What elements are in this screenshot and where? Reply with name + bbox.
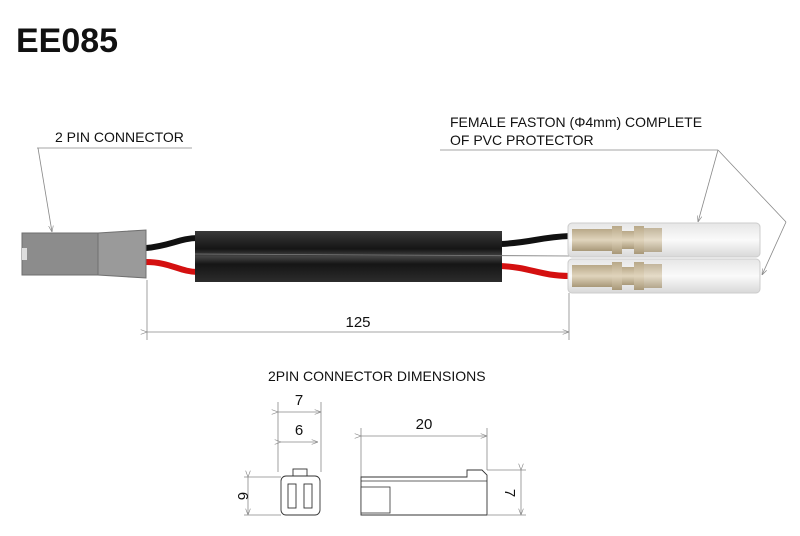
product-code-title: EE085 [16, 22, 118, 60]
heat-shrink-tube [195, 231, 502, 282]
dimensions-section-title: 2PIN CONNECTOR DIMENSIONS [268, 368, 486, 384]
front-height: 6 [234, 492, 251, 500]
two-pin-connector [21, 229, 147, 279]
red-wire-left [145, 259, 199, 275]
front-width-outer: 7 [295, 392, 303, 409]
faston-lower [567, 258, 761, 294]
connector-side-view: 20 7 [361, 416, 526, 516]
black-wire-right [499, 233, 571, 247]
faston-upper [567, 222, 761, 258]
left-connector-callout: 2 PIN CONNECTOR [37, 129, 192, 232]
left-connector-label: 2 PIN CONNECTOR [55, 129, 184, 145]
wires [145, 233, 571, 279]
side-length: 20 [416, 416, 433, 433]
connector-front-view: 7 6 6 [234, 392, 322, 516]
red-wire-right [499, 263, 571, 279]
black-wire-left [145, 235, 199, 251]
side-height: 7 [501, 489, 518, 497]
faston-label-line1: FEMALE FASTON (Φ4mm) COMPLETE [450, 114, 702, 130]
faston-callout: FEMALE FASTON (Φ4mm) COMPLETE OF PVC PRO… [440, 114, 787, 275]
front-width-inner: 6 [295, 422, 303, 439]
cable-length-dimension: 125 [147, 280, 570, 340]
cable-length-value: 125 [345, 314, 370, 331]
faston-label-line2: OF PVC PROTECTOR [450, 132, 594, 148]
